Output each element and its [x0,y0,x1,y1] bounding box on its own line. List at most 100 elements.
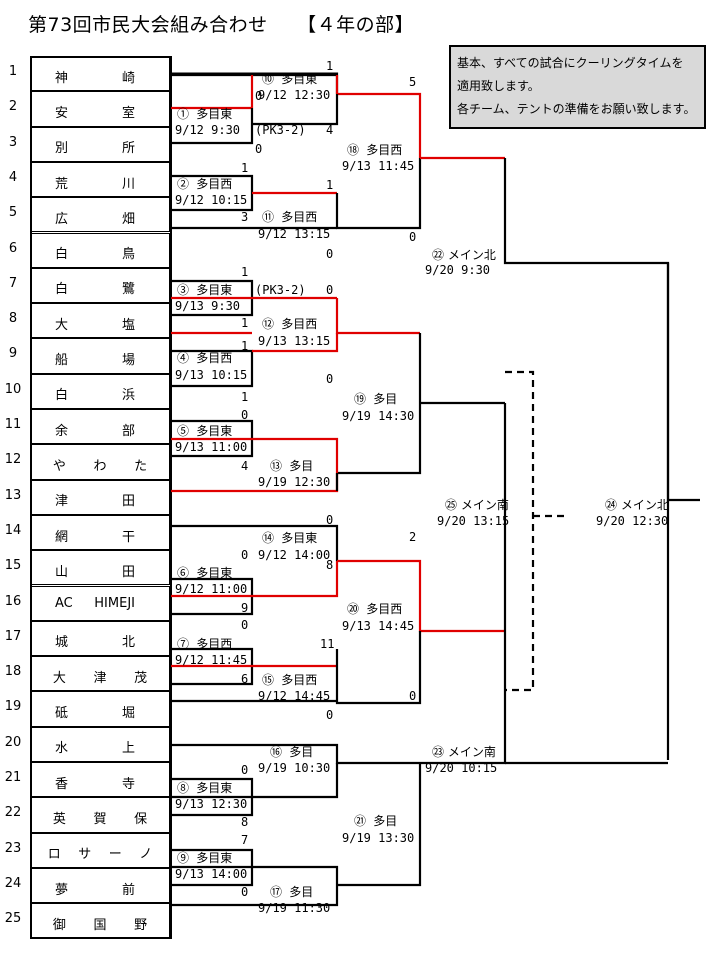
team-name-part: 城 [55,635,69,651]
team-name-part: 田 [121,564,135,580]
match-label: ㉒ メイン北 [432,248,496,262]
match-label: ⑩ 多目東 [262,72,318,86]
seed-number: 4 [8,169,18,185]
team-name-part: 鷺 [121,282,135,298]
match-label: 9/20 9:30 [425,263,491,277]
match-label: 8 [241,815,249,829]
match-label: ⑱ 多目西 [347,143,403,157]
seed-number: 19 [4,699,22,715]
match-label: 9/12 11:45 [175,653,248,667]
team-name-part: ー [108,847,122,863]
team-name-part: 砥 [55,706,69,722]
match-label: 9/12 13:15 [258,227,331,241]
bracket-line [505,370,535,692]
bracket-line [171,763,339,799]
team-name-part: 部 [121,423,135,439]
bracket-line [252,333,339,353]
seed-number: 24 [4,875,22,891]
match-label: 4 [326,123,334,137]
bracket-line [171,561,339,598]
team-row: AC HIMEJI [30,585,170,621]
match-label: 2 [409,530,417,544]
team-name-part: 船 [55,353,69,369]
match-label: 1 [241,316,249,330]
team-name-part: 英 [52,811,66,827]
match-label: ⑫ 多目西 [262,317,318,331]
match-label: ⑮ 多目西 [262,673,318,687]
match-label: 9/19 11:30 [258,901,331,915]
bracket-line [171,743,420,765]
bracket-line [337,559,505,633]
team-name-part: 国 [93,917,107,933]
bracket-line [335,631,422,705]
seed-number: 8 [8,311,18,327]
match-label: 1 [326,59,334,73]
team-name-part: 大 [52,670,66,686]
match-label: 0 [326,708,334,722]
match-label: 0 [241,618,249,632]
team-name-part: 賀 [93,811,107,827]
team-name-part: HIMEJI [94,596,135,612]
bracket-line [337,92,422,158]
team-name-part: 安 [55,105,69,121]
match-label: ⑲ 多目 [354,392,398,406]
match-label: 9/19 12:30 [258,475,331,489]
team-name-part: 寺 [121,776,135,792]
seed-number: 13 [4,487,22,503]
match-label: ⑰ 多目 [270,885,314,899]
seed-number: 20 [4,734,22,750]
team-name-part: 白 [55,247,69,263]
seed-number: 21 [4,770,22,785]
match-label: 11 [320,637,335,651]
team-name-part: 塩 [121,317,135,333]
match-label: 3 [241,210,249,224]
team-name-part: 別 [55,141,69,157]
team-row: 白鷺 [30,267,170,304]
match-label: ⑥ 多目東 [177,566,233,580]
match-label: 9/13 12:30 [175,797,248,811]
match-label: ㉑ 多目 [354,814,398,828]
team-name-part: 崎 [121,70,135,86]
match-label: ㉕ メイン南 [445,498,509,512]
match-label: 9/12 10:15 [175,193,248,207]
match-label: ㉓ メイン南 [432,745,496,759]
seed-number: 3 [8,134,18,150]
team-name-part: 津 [93,670,107,686]
team-name-part: 網 [55,529,69,545]
match-label: 0 [326,283,334,297]
notice-line-3: 各チーム、テントの準備をお願い致します。 [457,102,696,116]
match-label: 0 [326,247,334,261]
team-name-part: や [52,458,66,474]
team-name-part: AC [55,596,73,612]
team-name-part: 白 [55,388,69,404]
bracket-line [171,437,339,493]
match-label: (PK3-2) [255,283,306,297]
team-name-part: 干 [121,529,135,545]
team-name-part: た [134,458,148,474]
bracket-line [503,158,670,760]
match-label: 9/13 13:15 [258,334,331,348]
match-label: 8 [326,558,334,572]
match-label: 9/12 11:00 [175,582,248,596]
seed-number: 9 [8,346,18,362]
team-name-part: 夢 [55,882,69,898]
seed-number: 7 [8,275,18,291]
match-label: ⑤ 多目東 [177,424,233,438]
match-label: 9/12 14:00 [258,548,331,562]
team-name-part: 津 [55,494,69,510]
seed-number: 10 [4,381,22,397]
match-label: 0 [241,408,249,422]
page-title: 第73回市民大会組み合わせ 【４年の部】 [28,14,415,36]
bracket-line [337,333,422,475]
seed-number: 14 [4,522,22,538]
match-label: 0 [255,89,263,103]
match-label: ⑯ 多目 [270,745,314,759]
team-name-part: 浜 [121,388,135,404]
team-name-part: 畑 [121,211,135,227]
seed-number: 17 [4,628,22,644]
team-name-part: 鳥 [121,247,135,263]
bracket-line [337,763,422,887]
team-name-part: 所 [121,141,135,157]
notice-line-1: 基本、すべての試合にクーリングタイムを [457,56,684,70]
match-label: 6 [241,672,249,686]
